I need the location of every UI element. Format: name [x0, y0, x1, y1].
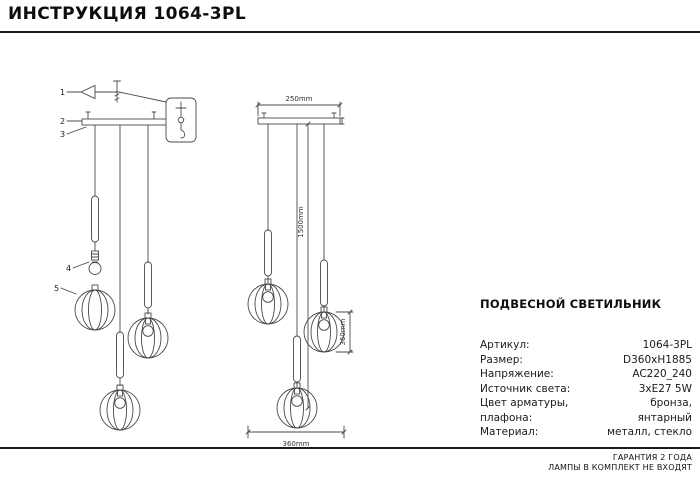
dim-drop-height: 1500mm: [297, 206, 305, 238]
cage-shade: [127, 312, 169, 359]
spec-label: Материал:: [480, 426, 539, 438]
top-divider: [0, 31, 700, 33]
spec-row-article: Артикул: 1064-3PL: [480, 338, 692, 353]
spec-row-color: Цвет арматуры, плафона: бронза, янтарный: [480, 396, 692, 425]
callout-1: 1: [60, 88, 65, 97]
spec-label: Артикул:: [480, 339, 530, 351]
spec-label: Напряжение:: [480, 368, 554, 380]
cage-shade: [303, 306, 345, 353]
warranty-note: ГАРАНТИЯ 2 ГОДА: [612, 453, 692, 462]
dimension-drawing: 250mm 1500mm: [245, 95, 354, 448]
spec-value: бронза, янтарный: [637, 397, 692, 424]
stem-tube: [264, 229, 272, 277]
stem-tube: [116, 331, 124, 379]
cage-shade: [99, 384, 141, 431]
canopy-width-dimension: 250mm: [255, 95, 345, 125]
light-bulb: [88, 262, 102, 275]
spec-value: AC220_240: [632, 368, 692, 380]
assembly-drawing: 1 2 3: [54, 80, 197, 431]
overall-width-dimension: 360mm: [245, 425, 347, 448]
spec-label: Источник света:: [480, 382, 571, 395]
ceiling-canopy: 2 3: [60, 111, 169, 139]
stem-tube: [91, 195, 99, 243]
mounting-hardware-detail: 1: [60, 80, 167, 103]
callout-2: 2: [60, 117, 65, 126]
cage-shade: [74, 284, 116, 331]
pendant-exploded: 4 5: [54, 124, 116, 331]
shade-diameter-dimension: 360mm: [335, 309, 354, 355]
bottom-divider: [0, 447, 700, 449]
pendant-right: [303, 123, 345, 353]
spec-label: Размер:: [480, 353, 523, 366]
spec-row-voltage: Напряжение: AC220_240: [480, 367, 692, 382]
lamps-note: ЛАМПЫ В КОМПЛЕКТ НЕ ВХОДЯТ: [548, 463, 692, 472]
spec-row-size: Размер: D360xH1885: [480, 353, 692, 368]
dim-overall-width: 360mm: [283, 440, 310, 448]
stem-tube: [144, 261, 152, 309]
dim-shade-diameter: 360mm: [339, 318, 347, 345]
cage-shade: [276, 382, 318, 429]
product-specs: ПОДВЕСНОЙ СВЕТИЛЬНИК Артикул: 1064-3PL Р…: [480, 297, 692, 440]
callout-5: 5: [54, 284, 59, 293]
spec-value: металл, стекло: [607, 426, 692, 438]
callout-3: 3: [60, 130, 65, 139]
callout-4: 4: [66, 264, 71, 273]
drop-height-dimension: 1500mm: [297, 121, 311, 411]
spec-label: Цвет арматуры, плафона:: [480, 397, 569, 424]
cage-shade: [247, 278, 289, 325]
footer-notes: ГАРАНТИЯ 2 ГОДА ЛАМПЫ В КОМПЛЕКТ НЕ ВХОД…: [548, 453, 692, 473]
pendant-left: [247, 123, 289, 325]
spec-value: 3xE27 5W: [638, 382, 692, 395]
spec-row-light-source: Источник света: 3xE27 5W: [480, 382, 692, 397]
product-heading: ПОДВЕСНОЙ СВЕТИЛЬНИК: [480, 297, 662, 311]
spec-row-material: Материал: металл, стекло: [480, 425, 692, 440]
pendant-medium: [127, 124, 169, 359]
pendant-middle: [276, 123, 318, 429]
dim-canopy-width: 250mm: [286, 95, 313, 103]
spec-value: 1064-3PL: [642, 339, 692, 351]
pendant-long: [99, 124, 141, 431]
page-title: ИНСТРУКЦИЯ 1064-3PL: [8, 4, 247, 24]
stem-tube: [293, 335, 301, 383]
stem-tube: [320, 259, 328, 307]
spec-value: D360xH1885: [623, 353, 692, 366]
bracket-detail-inset: [165, 97, 197, 143]
